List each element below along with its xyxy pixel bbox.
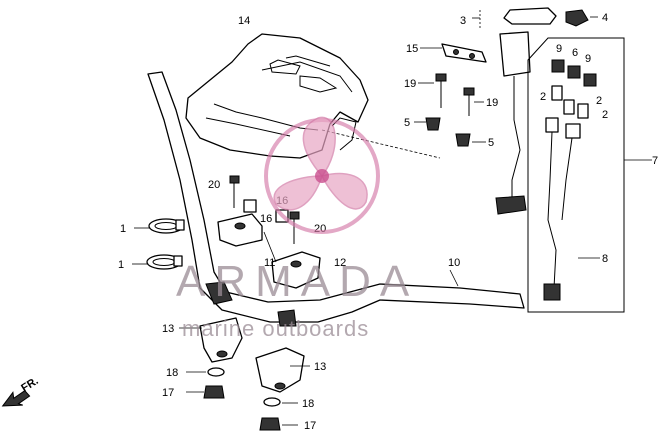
callout-20-a: 20	[208, 179, 220, 191]
handlebar-holder-upper-right	[271, 251, 321, 289]
callout-17-a: 17	[162, 387, 174, 399]
screw-19-left	[435, 73, 447, 108]
grommet-5-left	[425, 117, 441, 131]
bracket-15	[441, 43, 487, 63]
collar-16-upper	[243, 199, 257, 213]
handlebar-holder-upper-left	[217, 213, 263, 247]
wire-clamp-lower	[146, 254, 183, 270]
handlebar-holder-lower-left	[199, 317, 243, 363]
watermark-brand: ARMADA	[176, 257, 418, 306]
handlebar-holder-lower-right	[255, 347, 305, 393]
switch-cap-4	[565, 9, 589, 27]
callout-14: 14	[238, 15, 250, 27]
callout-2-c: 2	[602, 109, 608, 121]
callout-10: 10	[448, 257, 460, 269]
callout-3: 3	[460, 15, 466, 27]
callout-19-a: 19	[404, 78, 416, 90]
callout-8: 8	[602, 253, 608, 265]
handlebar	[147, 71, 525, 327]
callout-6: 6	[572, 47, 578, 59]
callout-7: 7	[652, 155, 658, 167]
callout-18-a: 18	[166, 367, 178, 379]
grommet-5-right	[455, 133, 471, 147]
callout-9-a: 9	[556, 43, 562, 55]
callout-numbers: 14 3 4 15 9 6 9 19 19 2 2 2 5 5 7 20 16 …	[118, 12, 658, 432]
callout-13-b: 13	[314, 361, 326, 373]
callout-2-b: 2	[596, 95, 602, 107]
direction-label: FR.	[19, 375, 40, 395]
callout-5-b: 5	[488, 137, 494, 149]
callout-12: 12	[334, 257, 346, 269]
ignition-switch-3	[495, 7, 557, 215]
nut-17-left	[203, 385, 225, 399]
callout-17-b: 17	[304, 420, 316, 432]
callout-5-a: 5	[404, 117, 410, 129]
bolt-20-left	[229, 175, 240, 208]
callout-2-a: 2	[540, 91, 546, 103]
washer-18-right	[263, 397, 281, 407]
callout-9-b: 9	[585, 53, 591, 65]
cable-assembly-frame	[527, 37, 625, 313]
screw-19-right	[463, 87, 475, 116]
callout-16-b: 16	[260, 213, 272, 225]
callout-11: 11	[264, 257, 275, 269]
propeller-logo	[264, 116, 380, 234]
front-direction-indicator: FR.	[1, 375, 41, 407]
armada-watermark: ARMADA marine outboards	[176, 116, 418, 341]
switch-knobs-9-6	[551, 59, 597, 87]
wire-harness-8	[543, 117, 581, 301]
callout-13-a: 13	[162, 323, 174, 335]
callout-4: 4	[602, 12, 608, 24]
watermark-tagline: marine outboards	[182, 316, 369, 341]
wire-clamp-upper	[148, 218, 185, 234]
callout-15: 15	[406, 43, 418, 55]
nut-17-right	[259, 417, 281, 431]
leader-lines	[132, 10, 652, 426]
washer-18-left	[207, 367, 225, 377]
callout-1-a: 1	[120, 223, 126, 235]
terminals-2	[551, 85, 589, 119]
callout-19-b: 19	[486, 97, 498, 109]
callout-1-b: 1	[118, 259, 124, 271]
callout-18-b: 18	[302, 398, 314, 410]
